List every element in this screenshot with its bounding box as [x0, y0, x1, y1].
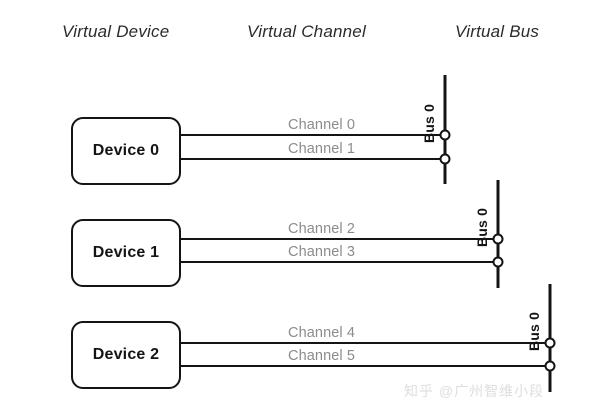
channel-label-0: Channel 0: [288, 117, 356, 133]
column-header-virtual-device: Virtual Device: [62, 22, 170, 41]
watermark: 知乎 @广州智维小段: [404, 383, 545, 399]
device-node-label: Device 1: [92, 244, 160, 261]
channel-label-4: Channel 4: [288, 325, 356, 341]
channel-label-3: Channel 3: [288, 244, 356, 260]
bus-junction-0-0: [439, 129, 451, 141]
channel-label-2: Channel 2: [288, 221, 356, 237]
bus-junction-2-1: [544, 360, 556, 372]
channel-label-1: Channel 1: [288, 141, 356, 157]
device-node-label: Device 2: [92, 346, 160, 363]
device-node-label: Device 0: [92, 142, 160, 159]
device-node-2[interactable]: Device 2: [71, 321, 181, 389]
column-header-virtual-channel: Virtual Channel: [247, 22, 366, 41]
device-node-1[interactable]: Device 1: [71, 219, 181, 287]
bus-junction-0-1: [439, 153, 451, 165]
bus-junction-2-0: [544, 337, 556, 349]
bus-junction-1-0: [492, 233, 504, 245]
channel-label-5: Channel 5: [288, 348, 356, 364]
device-node-0[interactable]: Device 0: [71, 117, 181, 185]
bus-label-0: Bus 0: [421, 103, 437, 143]
column-header-virtual-bus: Virtual Bus: [455, 22, 540, 41]
bus-junction-1-1: [492, 256, 504, 268]
bus-label-1: Bus 0: [474, 207, 490, 247]
bus-label-2: Bus 0: [526, 311, 542, 351]
